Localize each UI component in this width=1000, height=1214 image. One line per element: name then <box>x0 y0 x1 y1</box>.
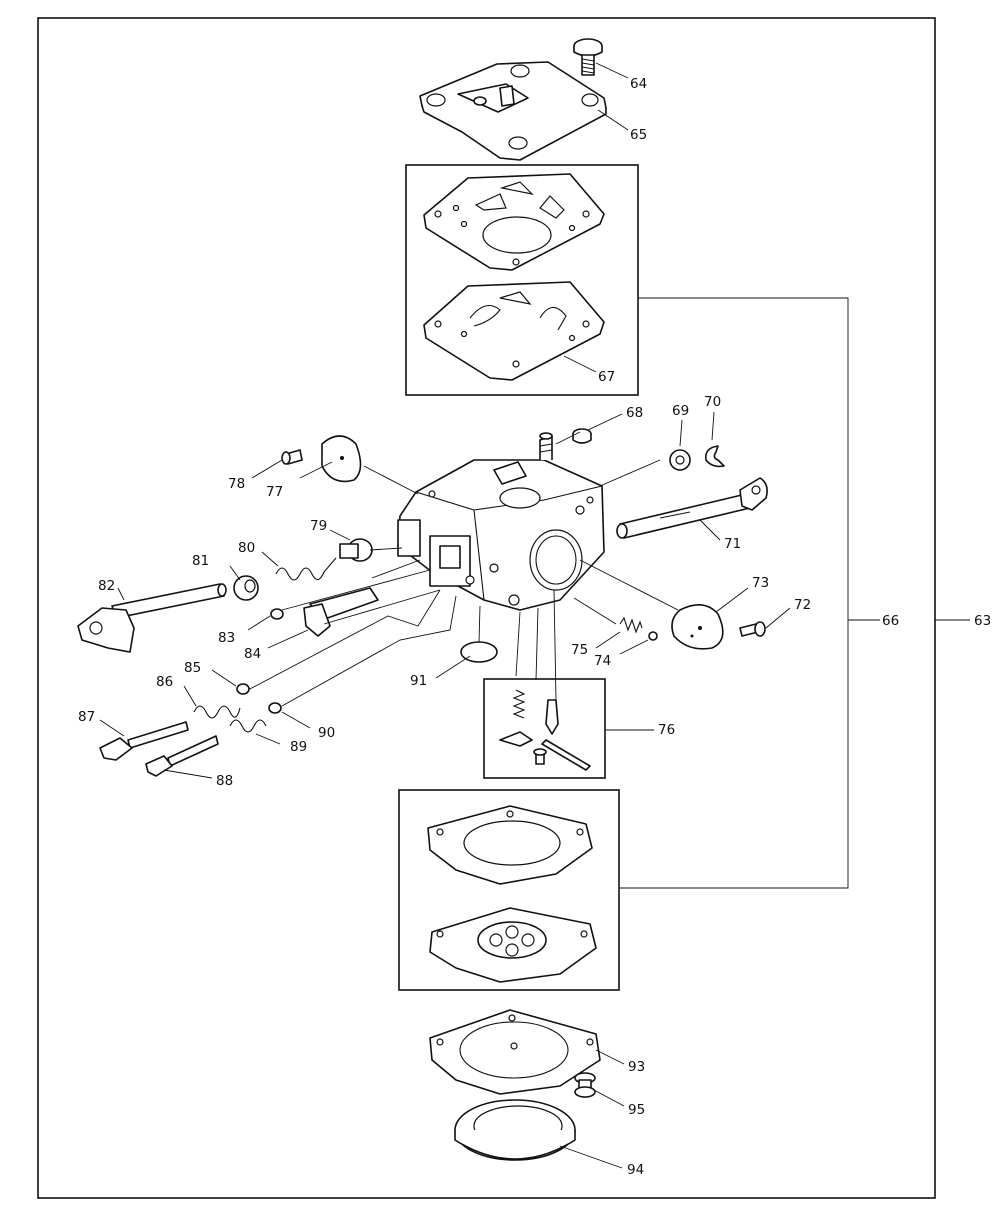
part-78-screw <box>281 449 303 465</box>
callout-66: 66 <box>882 613 899 629</box>
callout-65: 65 <box>630 127 647 143</box>
part-71-throttle-shaft <box>616 477 768 539</box>
part-84-limiter-cap <box>303 587 379 637</box>
callout-87: 87 <box>78 709 95 725</box>
part-76-needle-valve-kit <box>499 689 591 771</box>
callout-93: 93 <box>628 1059 645 1075</box>
part-87-needle <box>99 721 189 761</box>
part-86-spring <box>193 705 241 719</box>
callout-95: 95 <box>628 1102 645 1118</box>
part-gasket-upper <box>423 173 605 271</box>
part-81-washer <box>233 575 259 601</box>
part-79-detent <box>339 538 373 562</box>
part-64-screw <box>573 38 603 76</box>
callout-63: 63 <box>974 613 991 629</box>
callout-88: 88 <box>216 773 233 789</box>
part-83-oring <box>270 608 284 620</box>
callout-94: 94 <box>627 1162 644 1178</box>
callout-72: 72 <box>794 597 811 613</box>
carburetor-body <box>397 432 605 611</box>
part-70-clip <box>704 445 725 468</box>
callout-67: 67 <box>598 369 615 385</box>
leader-lines <box>99 62 970 1169</box>
callout-84: 84 <box>244 646 261 662</box>
diagram-frame <box>37 17 936 1199</box>
callout-78: 78 <box>228 476 245 492</box>
part-73-throttle-plate <box>671 604 724 650</box>
callout-86: 86 <box>156 674 173 690</box>
part-89-spring <box>229 719 267 733</box>
part-74-ball <box>648 631 658 641</box>
callout-81: 81 <box>192 553 209 569</box>
box-76 <box>483 678 606 779</box>
callout-79: 79 <box>310 518 327 534</box>
callout-90: 90 <box>318 725 335 741</box>
callout-68: 68 <box>626 405 643 421</box>
callout-77: 77 <box>266 484 283 500</box>
part-80-spring <box>275 557 337 581</box>
part-95-screw <box>574 1072 596 1098</box>
callout-89: 89 <box>290 739 307 755</box>
part-72-screw <box>739 621 766 637</box>
callout-85: 85 <box>184 660 201 676</box>
callout-91: 91 <box>410 673 427 689</box>
callout-83: 83 <box>218 630 235 646</box>
part-gasket-lower-a <box>427 805 593 885</box>
part-85-oring <box>236 683 250 695</box>
part-gasket-lower-b <box>429 907 597 983</box>
part-94-ring <box>454 1099 576 1161</box>
part-82-choke-shaft <box>77 583 227 653</box>
part-91-filter <box>460 641 498 663</box>
part-93-cover <box>429 1009 601 1095</box>
callout-82: 82 <box>98 578 115 594</box>
callout-74: 74 <box>594 653 611 669</box>
part-69-washer <box>669 449 691 471</box>
callout-75: 75 <box>571 642 588 658</box>
gasket-box-lower <box>398 789 620 991</box>
callout-73: 73 <box>752 575 769 591</box>
callout-80: 80 <box>238 540 255 556</box>
part-90-oring <box>268 702 282 714</box>
part-68-plug <box>572 428 592 444</box>
callout-76: 76 <box>658 722 675 738</box>
callout-64: 64 <box>630 76 647 92</box>
part-77-choke-plate <box>321 435 362 483</box>
part-88-needle <box>145 735 219 777</box>
callout-71: 71 <box>724 536 741 552</box>
part-65-pump-cover <box>419 61 607 161</box>
callout-69: 69 <box>672 403 689 419</box>
callout-70: 70 <box>704 394 721 410</box>
part-67-gasket-lower <box>423 281 605 381</box>
callout-labels: 64 65 67 66 63 68 69 70 71 73 72 75 74 7… <box>78 76 991 1178</box>
gasket-box-upper <box>405 164 639 396</box>
part-75-spring <box>619 616 643 634</box>
